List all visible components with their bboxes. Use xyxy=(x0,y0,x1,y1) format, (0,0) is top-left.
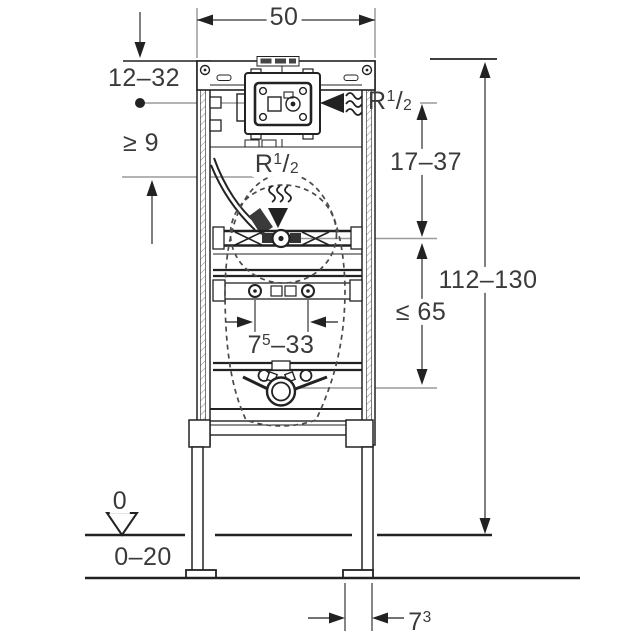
label-drain-max-height: ≤ 65 xyxy=(392,299,450,326)
extension-ticks xyxy=(123,58,497,631)
drain-clamp xyxy=(242,360,328,407)
floor-datum-triangle xyxy=(105,512,139,537)
label-supply-connection-mid: R1/2 xyxy=(251,151,303,178)
label-floor-datum: 0 xyxy=(109,488,131,515)
dim-fastening-distance xyxy=(225,316,338,328)
supply-pipe xyxy=(210,157,273,235)
label-supply-connection-top: R1/2 xyxy=(368,86,413,115)
frame xyxy=(185,56,376,579)
dim-foot-width xyxy=(308,612,404,624)
label-min-clearance: ≥ 9 xyxy=(119,130,163,157)
label-frame-height-range: 112–130 xyxy=(435,267,541,294)
dim-frame-height xyxy=(479,62,491,534)
label-foot-width: 73 xyxy=(405,609,435,636)
flush-control-box xyxy=(236,66,321,147)
urinal-dashed-outline xyxy=(224,173,346,427)
label-floor-buildup-range: 0–20 xyxy=(111,544,175,571)
label-fastening-distance: 75–33 xyxy=(244,332,318,359)
dim-min-clearance xyxy=(146,180,158,244)
floor-lines xyxy=(85,533,580,580)
dim-top-offset xyxy=(134,12,146,108)
label-width-top: 50 xyxy=(266,4,302,31)
supply-crossbar xyxy=(212,226,363,278)
water-supply-arrow xyxy=(320,92,363,116)
label-top-offset: 12–32 xyxy=(104,65,184,92)
label-supply-height-range: 17–37 xyxy=(386,149,466,176)
flush-direction-arrow xyxy=(268,185,292,228)
